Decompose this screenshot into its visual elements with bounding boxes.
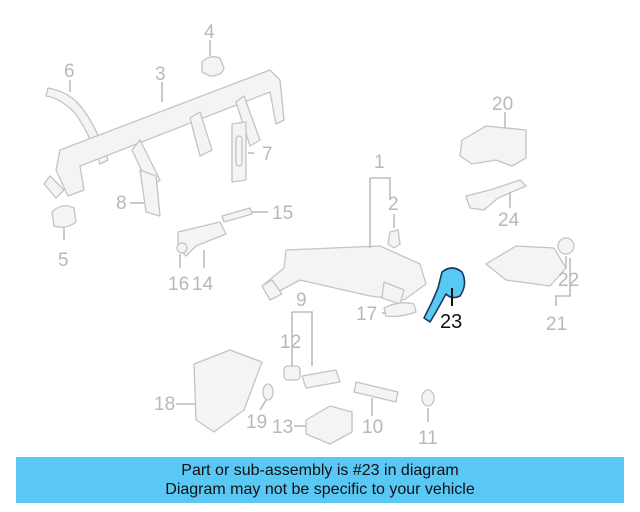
callout-4: 4 bbox=[204, 22, 215, 43]
part-4 bbox=[201, 56, 225, 77]
part-7 bbox=[231, 121, 247, 183]
callout-23: 23 bbox=[440, 311, 462, 333]
callout-12: 12 bbox=[280, 332, 301, 353]
callout-6: 6 bbox=[64, 61, 75, 82]
callout-3: 3 bbox=[155, 64, 166, 85]
callout-22: 22 bbox=[558, 270, 579, 291]
callout-20: 20 bbox=[492, 94, 513, 115]
callout-18: 18 bbox=[154, 394, 175, 415]
callout-19: 19 bbox=[246, 412, 267, 433]
part-19 bbox=[262, 383, 274, 401]
part-24 bbox=[465, 179, 527, 211]
callout-10: 10 bbox=[362, 417, 383, 438]
part-11 bbox=[421, 389, 435, 407]
callout-14: 14 bbox=[192, 274, 214, 295]
part-23-body bbox=[423, 267, 466, 323]
info-banner: Part or sub-assembly is #23 in diagram D… bbox=[16, 457, 624, 503]
part-21 bbox=[485, 245, 567, 287]
callout-2: 2 bbox=[388, 194, 399, 215]
callout-1: 1 bbox=[374, 152, 385, 173]
part-8 bbox=[139, 169, 161, 217]
part-3 bbox=[43, 69, 285, 199]
part-23-highlighted bbox=[423, 267, 466, 323]
part-20 bbox=[459, 125, 527, 167]
callout-11: 11 bbox=[418, 428, 438, 449]
callout-5: 5 bbox=[58, 250, 69, 271]
callout-24: 24 bbox=[498, 210, 520, 231]
callout-15: 15 bbox=[272, 203, 293, 224]
part-17 bbox=[383, 302, 417, 318]
part-18 bbox=[193, 349, 263, 433]
banner-line-1: Part or sub-assembly is #23 in diagram bbox=[181, 462, 459, 479]
part-22 bbox=[557, 237, 575, 255]
part-12 bbox=[283, 365, 301, 381]
part-1 bbox=[261, 245, 427, 305]
banner-line-2: Diagram may not be specific to your vehi… bbox=[165, 481, 475, 498]
part-13 bbox=[305, 405, 353, 445]
leader-lines bbox=[63, 40, 571, 427]
callout-17: 17 bbox=[356, 304, 377, 325]
callout-9: 9 bbox=[296, 290, 307, 311]
part-10 bbox=[353, 381, 399, 403]
callout-8: 8 bbox=[116, 193, 127, 214]
part-16 bbox=[176, 242, 188, 254]
part-2 bbox=[387, 229, 401, 249]
callout-16: 16 bbox=[168, 274, 189, 295]
callout-21: 21 bbox=[546, 314, 567, 335]
parts-diagram: 4 6 3 7 8 5 15 16 14 1 2 17 20 24 22 21 … bbox=[43, 22, 579, 449]
part-9 bbox=[301, 369, 341, 389]
callout-13: 13 bbox=[272, 417, 293, 438]
part-15 bbox=[221, 207, 253, 223]
callout-7: 7 bbox=[262, 144, 273, 165]
part-5 bbox=[51, 205, 77, 228]
